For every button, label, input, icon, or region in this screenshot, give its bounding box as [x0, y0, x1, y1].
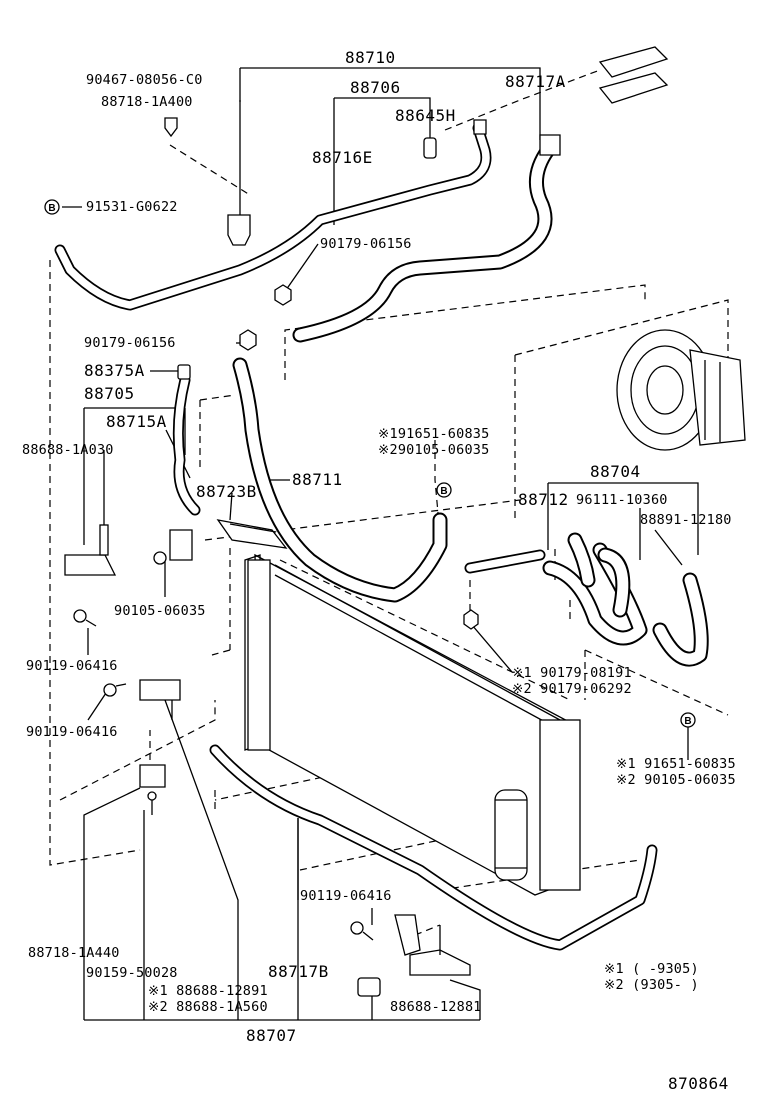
leader-lines [62, 67, 699, 1021]
hoses [54, 122, 709, 951]
label-88688-1a030: 88688-1A030 [22, 442, 114, 458]
bracket-part [409, 949, 471, 976]
label-88375a: 88375A [84, 361, 145, 380]
badge-right: B [680, 712, 696, 728]
clamp-part [227, 214, 251, 246]
label-91531-g0622: 91531-G0622 [86, 199, 178, 215]
bolt-head [153, 551, 167, 565]
label-88710: 88710 [345, 48, 396, 67]
label-90467-08056-c0: 90467-08056-C0 [86, 72, 203, 88]
label-88688-12891: ※1 88688-12891 [148, 983, 268, 999]
label-90119-06416-b: 90119-06416 [26, 724, 118, 740]
label-88712: 88712 [518, 490, 569, 509]
clip-part [164, 117, 178, 138]
label-88717a: 88717A [505, 72, 566, 91]
label-88718-1a440: 88718-1A440 [28, 945, 120, 961]
nut-part [239, 329, 257, 351]
label-88645h: 88645H [395, 106, 456, 125]
compressor [616, 329, 746, 451]
fitting-part [539, 134, 561, 156]
label-290105-06035: ※290105-06035 [378, 442, 490, 458]
label-88706: 88706 [350, 78, 401, 97]
condenser [244, 553, 581, 896]
label-88711: 88711 [292, 470, 343, 489]
badge-mid: B [436, 482, 452, 498]
bolt-head [73, 609, 87, 623]
badge-left-text: B [48, 203, 55, 214]
pipe-end-part [598, 46, 669, 78]
label-90105-06035-right: ※2 90105-06035 [616, 772, 736, 788]
label-90179-06156-upper: 90179-06156 [320, 236, 412, 252]
label-90119-06416-a: 90119-06416 [26, 658, 118, 674]
label-90159-50028: 90159-50028 [86, 965, 178, 981]
label-90179-08191: ※1 90179-08191 [512, 665, 632, 681]
badge-left: B [44, 199, 60, 215]
label-96111-10360: 96111-10360 [576, 492, 668, 508]
footnote-2: ※2 (9305- ) [604, 977, 699, 993]
label-88688-12881: 88688-12881 [390, 999, 482, 1015]
receiver-dryer [494, 789, 528, 881]
badge-mid-text: B [440, 486, 447, 497]
condenser-side-bracket [247, 559, 271, 751]
bolt-head [147, 791, 157, 801]
bolt-part [99, 524, 109, 556]
label-88715a: 88715A [106, 412, 167, 431]
expansion-valve [64, 554, 117, 576]
bolt-head [103, 683, 117, 697]
label-88718-1a400: 88718-1A400 [101, 94, 193, 110]
small-parts [64, 46, 669, 997]
label-88717b: 88717B [268, 962, 329, 981]
label-88707: 88707 [246, 1026, 297, 1045]
fitting-part [473, 119, 487, 135]
clamp-part [139, 764, 166, 788]
nut-part [274, 284, 292, 306]
label-90119-06416-c: 90119-06416 [300, 888, 392, 904]
pressure-switch [423, 137, 437, 159]
label-88704: 88704 [590, 462, 641, 481]
label-88891-12180: 88891-12180 [640, 512, 732, 528]
bracket-part [169, 529, 193, 561]
label-91651-60835: ※1 91651-60835 [616, 756, 736, 772]
label-90179-06156-lower: 90179-06156 [84, 335, 176, 351]
label-88705: 88705 [84, 384, 135, 403]
bracket-part [139, 679, 181, 701]
label-90105-06035: 90105-06035 [114, 603, 206, 619]
bracket-arm [394, 914, 421, 956]
gasket-part [216, 519, 288, 549]
condenser-tank [539, 719, 581, 891]
label-88688-1a560: ※2 88688-1A560 [148, 999, 268, 1015]
pipe-end-part [598, 72, 669, 104]
clip-part [357, 977, 381, 997]
nut-part [463, 609, 479, 630]
figure-number: 870864 [668, 1074, 729, 1093]
cap-part [177, 364, 191, 380]
label-88716e: 88716E [312, 148, 373, 167]
label-191651-60835: ※191651-60835 [378, 426, 490, 442]
footnote-1: ※1 ( -9305) [604, 961, 699, 977]
label-90179-06292: ※2 90179-06292 [512, 681, 632, 697]
bolt-head [350, 921, 364, 935]
label-88723b: 88723B [196, 482, 257, 501]
badge-right-text: B [684, 716, 691, 727]
